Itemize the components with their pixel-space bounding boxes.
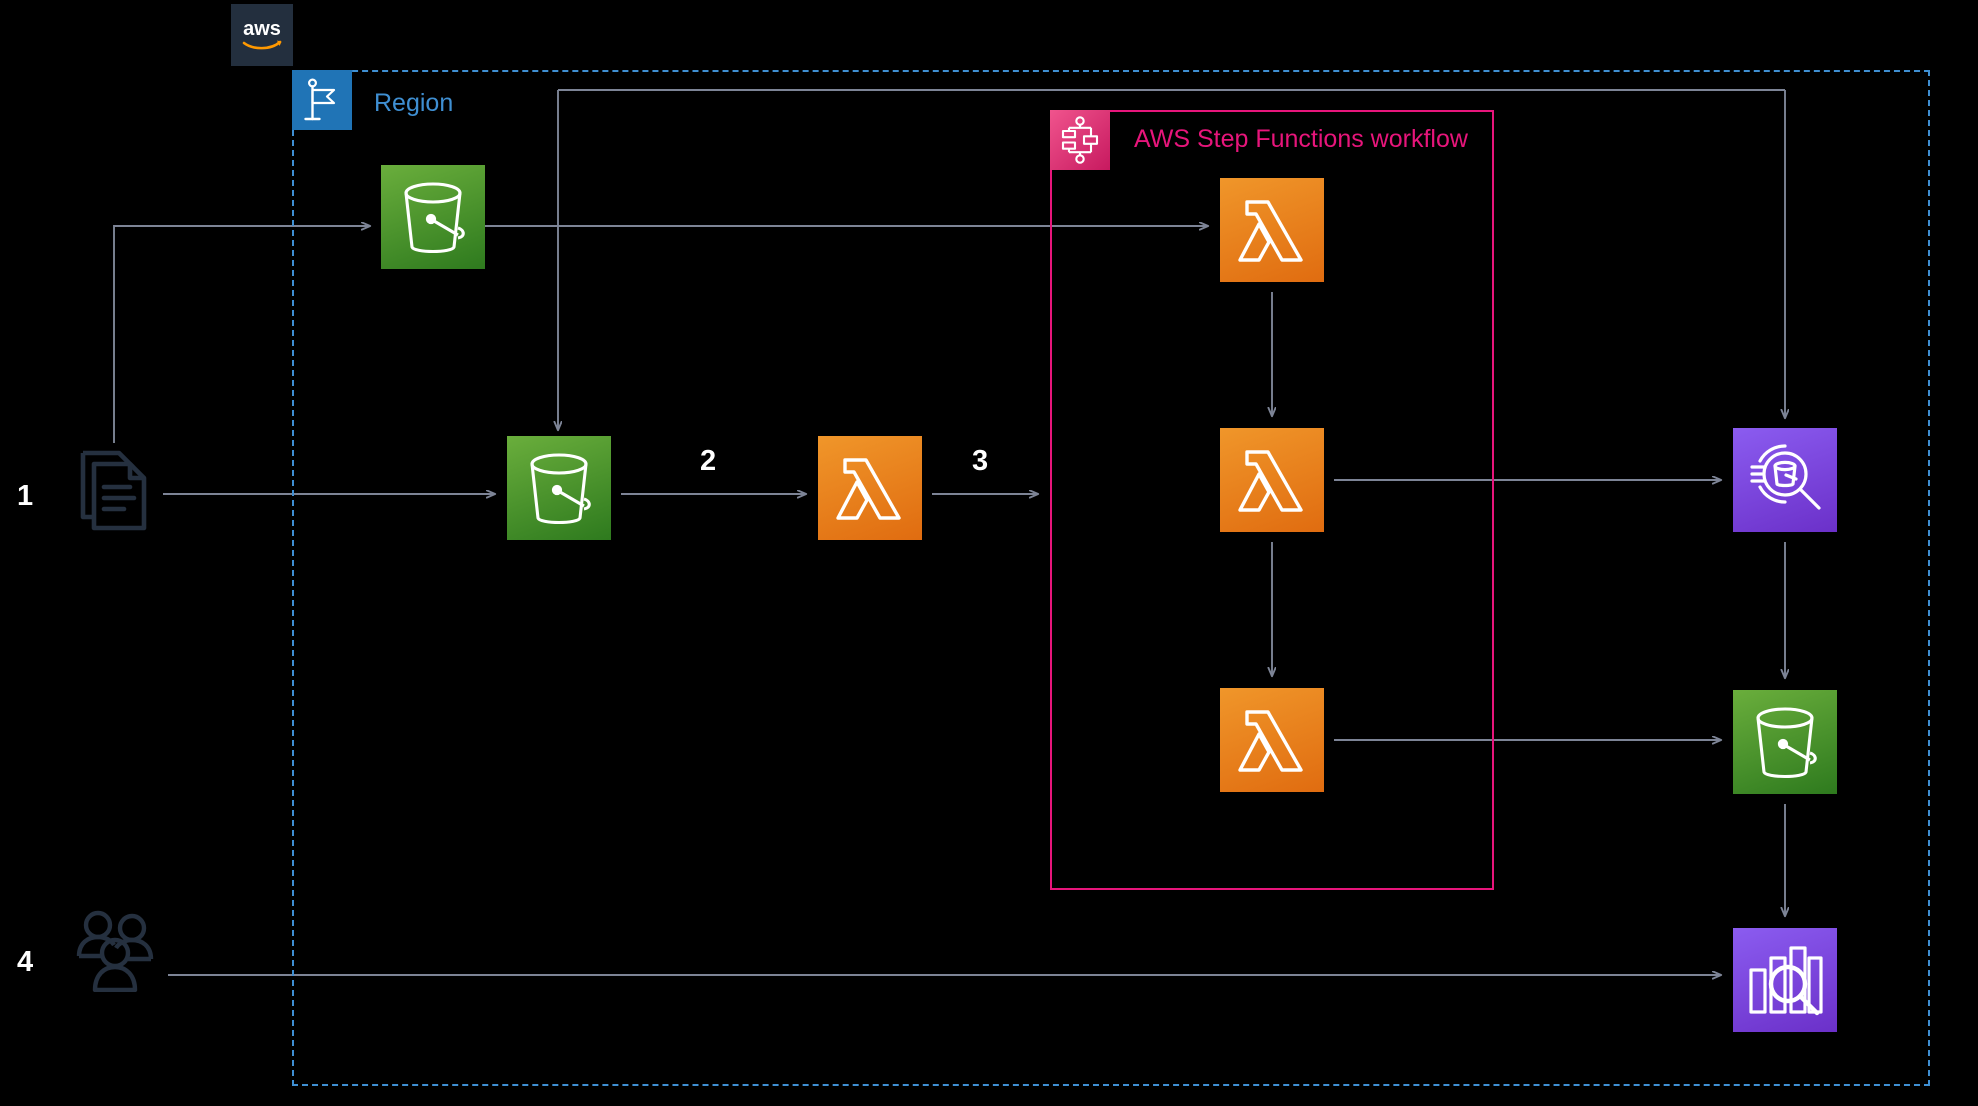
lambda-icon — [1220, 428, 1324, 532]
quicksight-icon — [1733, 928, 1837, 1032]
svg-text:aws: aws — [243, 18, 281, 40]
step-functions-group-boundary — [1050, 110, 1494, 890]
s3-bucket-icon — [507, 436, 611, 540]
step-number-1: 1 — [17, 480, 34, 512]
lambda-icon — [1220, 178, 1324, 282]
aws-logo: aws — [231, 4, 293, 66]
s3-bucket-icon — [381, 165, 485, 269]
s3-bucket-icon — [1733, 690, 1837, 794]
region-label: Region — [374, 89, 454, 117]
region-flag-icon — [292, 70, 352, 130]
region-boundary — [292, 70, 1930, 1086]
athena-icon — [1733, 428, 1837, 532]
users-icon — [72, 908, 158, 993]
step-number-4: 4 — [17, 946, 34, 978]
lambda-icon — [1220, 688, 1324, 792]
step-functions-group-label: AWS Step Functions workflow — [1134, 125, 1468, 153]
step-number-3: 3 — [972, 445, 989, 477]
step-functions-icon — [1050, 110, 1110, 170]
step-number-2: 2 — [700, 445, 717, 477]
documents-icon — [72, 443, 156, 537]
lambda-icon — [818, 436, 922, 540]
